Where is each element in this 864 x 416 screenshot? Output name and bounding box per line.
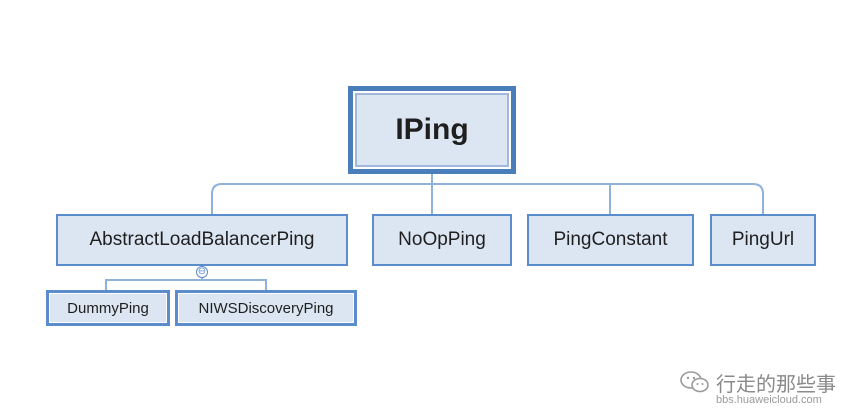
- node-noopping[interactable]: NoOpPing: [372, 214, 512, 266]
- node-dummyping[interactable]: DummyPing: [46, 290, 170, 326]
- node-iping-label: IPing: [395, 113, 469, 146]
- node-niwsdiscoveryping-label: NIWSDiscoveryPing: [198, 299, 334, 317]
- node-pingurl[interactable]: PingUrl: [710, 214, 816, 266]
- node-abstract-load-balancer-ping-label: AbstractLoadBalancerPing: [89, 229, 315, 250]
- node-pingurl-label: PingUrl: [731, 229, 795, 250]
- wechat-icon: [680, 371, 709, 393]
- node-pingconstant[interactable]: PingConstant: [527, 214, 694, 266]
- watermark: 行走的那些事 bbs.huaweicloud.com: [676, 364, 862, 414]
- connector-level1-bus: [211, 183, 764, 214]
- watermark-title: 行走的那些事: [716, 372, 836, 396]
- connector-level2-bus: [105, 279, 267, 290]
- node-dummyping-label: DummyPing: [67, 299, 149, 317]
- node-iping[interactable]: IPing: [348, 86, 516, 174]
- node-pingconstant-label: PingConstant: [553, 229, 668, 250]
- node-noopping-label: NoOpPing: [398, 229, 486, 250]
- node-abstract-load-balancer-ping[interactable]: AbstractLoadBalancerPing: [56, 214, 348, 266]
- collapse-toggle-icon[interactable]: ⊖: [196, 266, 208, 278]
- node-niwsdiscoveryping[interactable]: NIWSDiscoveryPing: [175, 290, 357, 326]
- watermark-url: bbs.huaweicloud.com: [716, 394, 822, 406]
